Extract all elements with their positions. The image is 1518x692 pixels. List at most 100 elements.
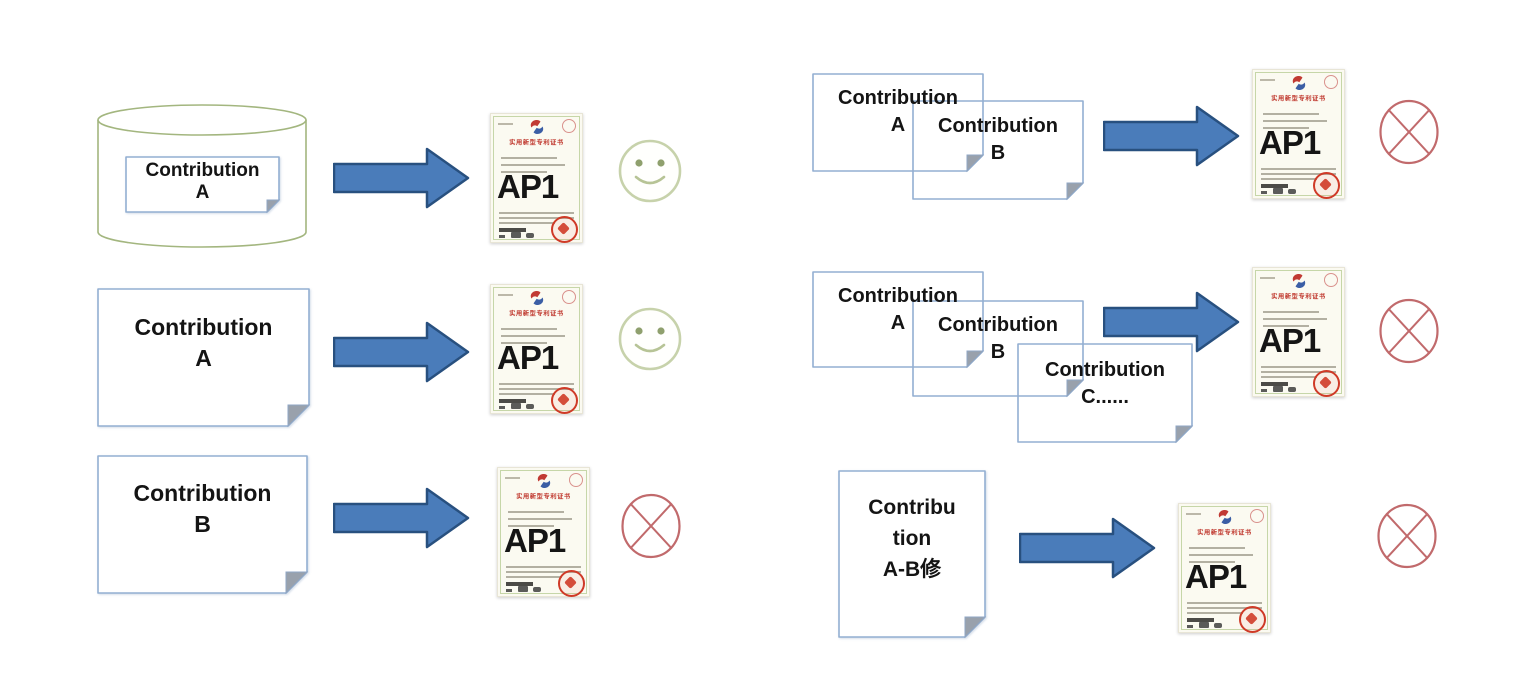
round-stamp-icon [562, 290, 576, 304]
label-line: Contribu [868, 496, 956, 519]
round-stamp-icon [562, 119, 576, 133]
certificate-label: AP1 [504, 522, 566, 559]
signature-mark [1187, 625, 1193, 628]
label-line: A [195, 182, 210, 203]
document-shape [912, 100, 1085, 201]
red-seal-icon [1313, 172, 1340, 199]
certificate-title: 实用新型专利证书 [1271, 95, 1326, 103]
text-line [1263, 120, 1327, 122]
signature-mark [1273, 188, 1283, 194]
label-line: B [990, 341, 1006, 363]
text-line [1189, 554, 1253, 556]
arrow-right-icon [1102, 105, 1240, 172]
document-label: Contribution C...... [1017, 357, 1193, 411]
red-seal-icon [551, 216, 578, 243]
patent-office-logo-icon [530, 120, 544, 134]
document-shape [912, 300, 1085, 398]
label-line: Contribution [838, 285, 958, 307]
text-line [1187, 602, 1262, 604]
certificate-title: 实用新型专利证书 [1271, 293, 1326, 301]
signature-mark [511, 403, 521, 409]
text-line [508, 525, 554, 527]
text-line [1261, 173, 1336, 175]
signature-bar [1187, 618, 1214, 622]
certificate-body: 实用新型专利证书 AP1 [1252, 267, 1345, 397]
signature-bar [1261, 184, 1288, 188]
certificate-frame [1181, 506, 1268, 630]
label-line: Contribution [838, 87, 958, 109]
label-line: A [890, 312, 906, 334]
label-line: Contribution [145, 160, 260, 181]
text-line [499, 212, 574, 214]
text-line [506, 571, 581, 573]
document-label: Contribu tion A-B修 [838, 492, 986, 585]
rejected-cross-icon [620, 493, 682, 564]
red-seal-icon [558, 570, 585, 597]
text-line [1263, 113, 1319, 115]
label-line: B [194, 511, 211, 537]
patent-office-logo-icon [1218, 510, 1232, 524]
text-line [508, 518, 572, 520]
signature-bar [499, 228, 526, 232]
red-seal-icon [551, 387, 578, 414]
patent-certificate: 实用新型专利证书 AP1 [1252, 69, 1345, 199]
document-label: Contribution B [912, 312, 1084, 366]
patent-certificate: 实用新型专利证书 AP1 [497, 467, 590, 597]
certificate-body: 实用新型专利证书 AP1 [1178, 503, 1271, 633]
certificate-number-mark [1260, 277, 1275, 279]
text-line [501, 171, 547, 173]
round-stamp-icon [1324, 75, 1338, 89]
patent-office-logo-icon [1292, 274, 1306, 288]
arrow-right-icon [1102, 291, 1240, 358]
round-stamp-icon [1324, 273, 1338, 287]
document-label: Contribution A [97, 312, 310, 374]
text-line [506, 566, 581, 568]
certificate-title: 实用新型专利证书 [1197, 529, 1252, 537]
patent-certificate: 实用新型专利证书 AP1 [1178, 503, 1271, 633]
certificate-label: AP1 [1185, 558, 1247, 595]
certificate-label: AP1 [497, 339, 559, 376]
text-line [1261, 366, 1336, 368]
text-line [1263, 311, 1319, 313]
certificate-label: AP1 [497, 168, 559, 205]
label-line: tion [892, 527, 932, 550]
text-line [501, 328, 557, 330]
text-line [1261, 168, 1336, 170]
certificate-frame [493, 116, 580, 240]
text-line [1189, 561, 1235, 563]
signature-bar [499, 399, 526, 403]
certificate-number-mark [1186, 513, 1201, 515]
text-line [501, 335, 565, 337]
patent-office-logo-icon [1292, 76, 1306, 90]
label-line: Contribution [938, 314, 1058, 336]
text-line [499, 393, 555, 395]
signature-mark [526, 404, 534, 409]
patent-office-logo-icon [530, 291, 544, 305]
signature-mark [506, 589, 512, 592]
document-label: Contribution A [812, 283, 984, 337]
rejected-cross-icon [1378, 298, 1440, 369]
signature-bar [506, 582, 533, 586]
text-line [1263, 127, 1309, 129]
red-seal-icon [1313, 370, 1340, 397]
accepted-smiley-icon [617, 138, 683, 209]
signature-mark [499, 406, 505, 409]
text-line [499, 383, 574, 385]
text-line [1189, 547, 1245, 549]
document-label: Contribution A [812, 85, 984, 139]
text-line [499, 217, 574, 219]
document-shape [125, 156, 281, 214]
label-line: A [195, 345, 212, 371]
certificate-number-mark [498, 294, 513, 296]
round-stamp-icon [1250, 509, 1264, 523]
round-stamp-icon [569, 473, 583, 487]
certificate-frame [1255, 270, 1342, 394]
certificate-body: 实用新型专利证书 AP1 [490, 113, 583, 243]
label-line: Contribution [938, 115, 1058, 137]
signature-mark [518, 586, 528, 592]
text-line [499, 222, 555, 224]
label-line: A [890, 114, 906, 136]
arrow-right-icon [1018, 517, 1156, 584]
arrow-right-icon [332, 487, 470, 554]
text-line [501, 342, 547, 344]
